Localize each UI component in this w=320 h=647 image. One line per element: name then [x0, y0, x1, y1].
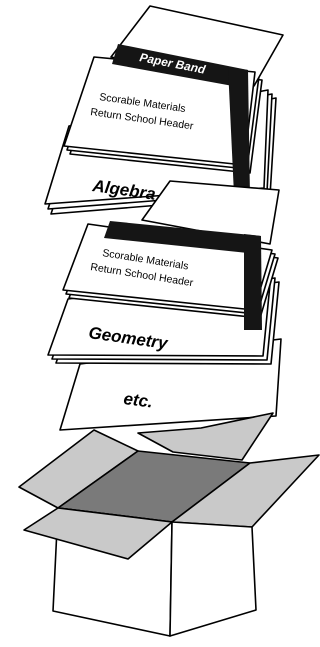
etc-label: etc.: [123, 389, 154, 411]
band2-backing-sheet: [141, 180, 280, 245]
box-back-flap: [137, 412, 274, 461]
stack-geometry: etc. Geometry Scorable Materials Return …: [47, 180, 282, 431]
box-right-side: [169, 521, 257, 637]
paper-band-2: [104, 221, 262, 330]
open-box: [18, 412, 320, 637]
stack-algebra: Algebra I Scorable Materials Return Scho…: [44, 5, 284, 216]
box-front-flap: [23, 507, 173, 560]
